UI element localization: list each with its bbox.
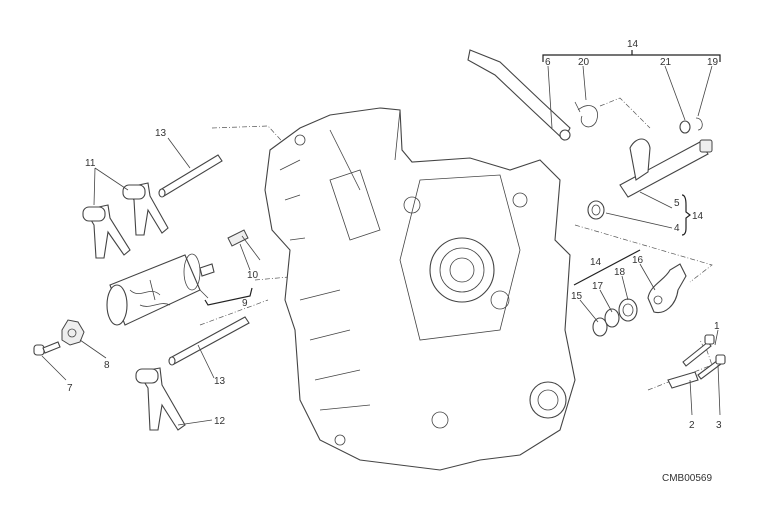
callout-21: 21 [660,57,672,68]
gearshift-lever-assembly [467,49,598,141]
callout-14-mid: 14 [590,257,602,268]
crankcase-half [264,107,576,471]
callout-5: 5 [674,198,680,209]
callout-14-right: 14 [692,211,704,222]
shift-shaft-and-spring [587,138,713,220]
star-index-and-screw [33,319,85,356]
callout-labels: 14 6 20 21 19 13 11 5 4 14 10 9 14 15 17… [67,39,722,484]
callout-16: 16 [632,255,644,266]
callout-17: 17 [592,281,604,292]
callout-13-upper: 13 [155,128,167,139]
callout-10: 10 [247,270,259,281]
callout-7: 7 [67,383,73,394]
callout-9: 9 [242,298,248,309]
callout-8: 8 [104,360,110,371]
callout-14-top: 14 [627,39,639,50]
callout-13-lower: 13 [214,376,226,387]
bearing-plate-group [592,263,687,337]
bracket-and-screws [667,334,726,389]
callout-4: 4 [674,223,680,234]
callout-2: 2 [689,420,695,431]
callout-18: 18 [614,267,626,278]
callout-15: 15 [571,291,583,302]
shift-fork-upper-pair [82,182,169,259]
callout-6: 6 [545,57,551,68]
callout-3: 3 [716,420,722,431]
detent-plunger [227,229,261,261]
callout-20: 20 [578,57,590,68]
shift-fork-rod-lower [168,316,250,366]
callout-1: 1 [714,321,720,332]
washer-circlip-upper [679,117,703,134]
callout-12: 12 [214,416,226,427]
shift-fork-lower [135,367,186,431]
selector-drum [106,253,215,326]
callout-11: 11 [85,158,96,169]
drawing-code: CMB00569 [662,473,712,484]
leader-lines [41,50,721,426]
shift-fork-rod-upper [158,154,223,198]
callout-19: 19 [707,57,719,68]
